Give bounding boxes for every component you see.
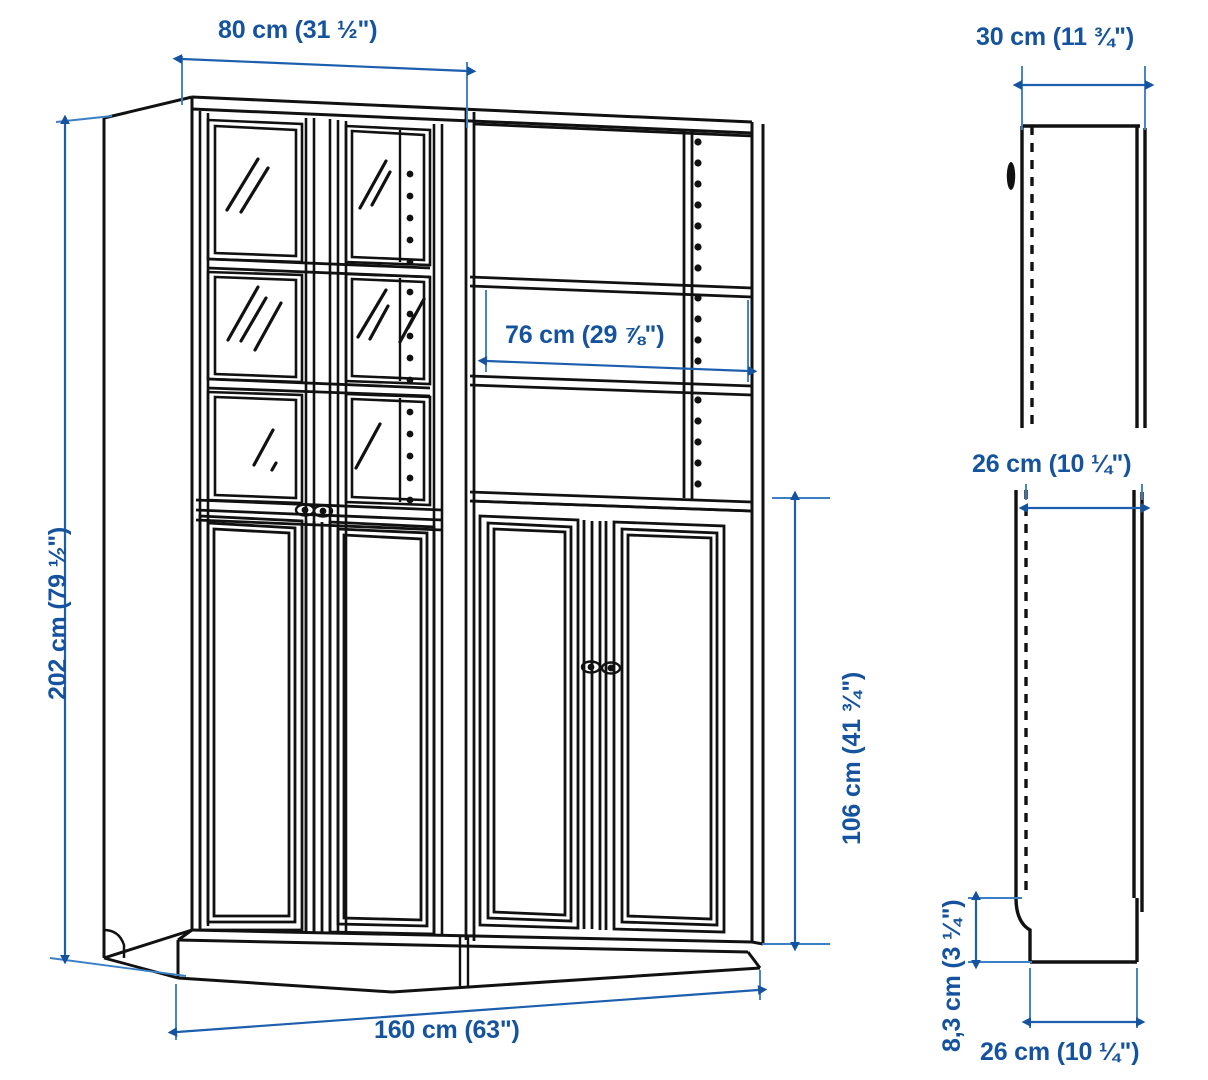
left-cabinet-shelves: [207, 257, 431, 398]
solid-door-left-pair: [195, 498, 443, 936]
front-right-side-panel: [750, 122, 765, 944]
door-handle-right-pair: [580, 660, 622, 675]
dimension-label-lower-height: 106 cm (41 ¾"): [838, 671, 866, 845]
dimension-line-80cm: [172, 54, 477, 76]
dimension-label-shelf-width: 76 cm (29 ⅞"): [505, 321, 665, 349]
solid-door-right-pair: [469, 499, 753, 934]
door-handle-left-pair: [294, 503, 334, 518]
side-view-mid: [1014, 490, 1144, 912]
plinth-seam: [458, 937, 470, 986]
shelf-peg-holes-left: [406, 170, 414, 504]
dimension-label-width-section: 80 cm (31 ½"): [218, 16, 378, 44]
open-bookcase-right: [464, 110, 753, 941]
glass-shine-marks-2: [354, 159, 426, 470]
glass-shine-marks: [225, 157, 283, 472]
dimension-label-height-total: 202 cm (79 ½"): [44, 526, 72, 700]
side-view-plinth: [1014, 897, 1139, 964]
dimension-label-depth-top: 30 cm (11 ¾"): [976, 23, 1134, 51]
shelf-peg-holes-right: [694, 138, 702, 488]
front-left-side-panel: [102, 95, 194, 960]
dimension-label-depth-mid: 26 cm (10 ¼"): [972, 450, 1132, 478]
plinth-base: [103, 928, 764, 994]
dimension-label-depth-bottom: 26 cm (10 ¼"): [980, 1038, 1140, 1066]
hinge-marker-upper: [1006, 162, 1016, 190]
front-top-surface: [191, 95, 753, 135]
dimension-label-width-total: 160 cm (63"): [374, 1016, 520, 1044]
dimension-arrow-lines: [60, 54, 1155, 1037]
dimension-line-160cm: [167, 985, 768, 1037]
dimension-label-plinth-height: 8,3 cm (3 ¼"): [938, 899, 966, 1052]
dimension-line-76cm: [477, 356, 758, 376]
side-view-upper: [1020, 124, 1147, 428]
